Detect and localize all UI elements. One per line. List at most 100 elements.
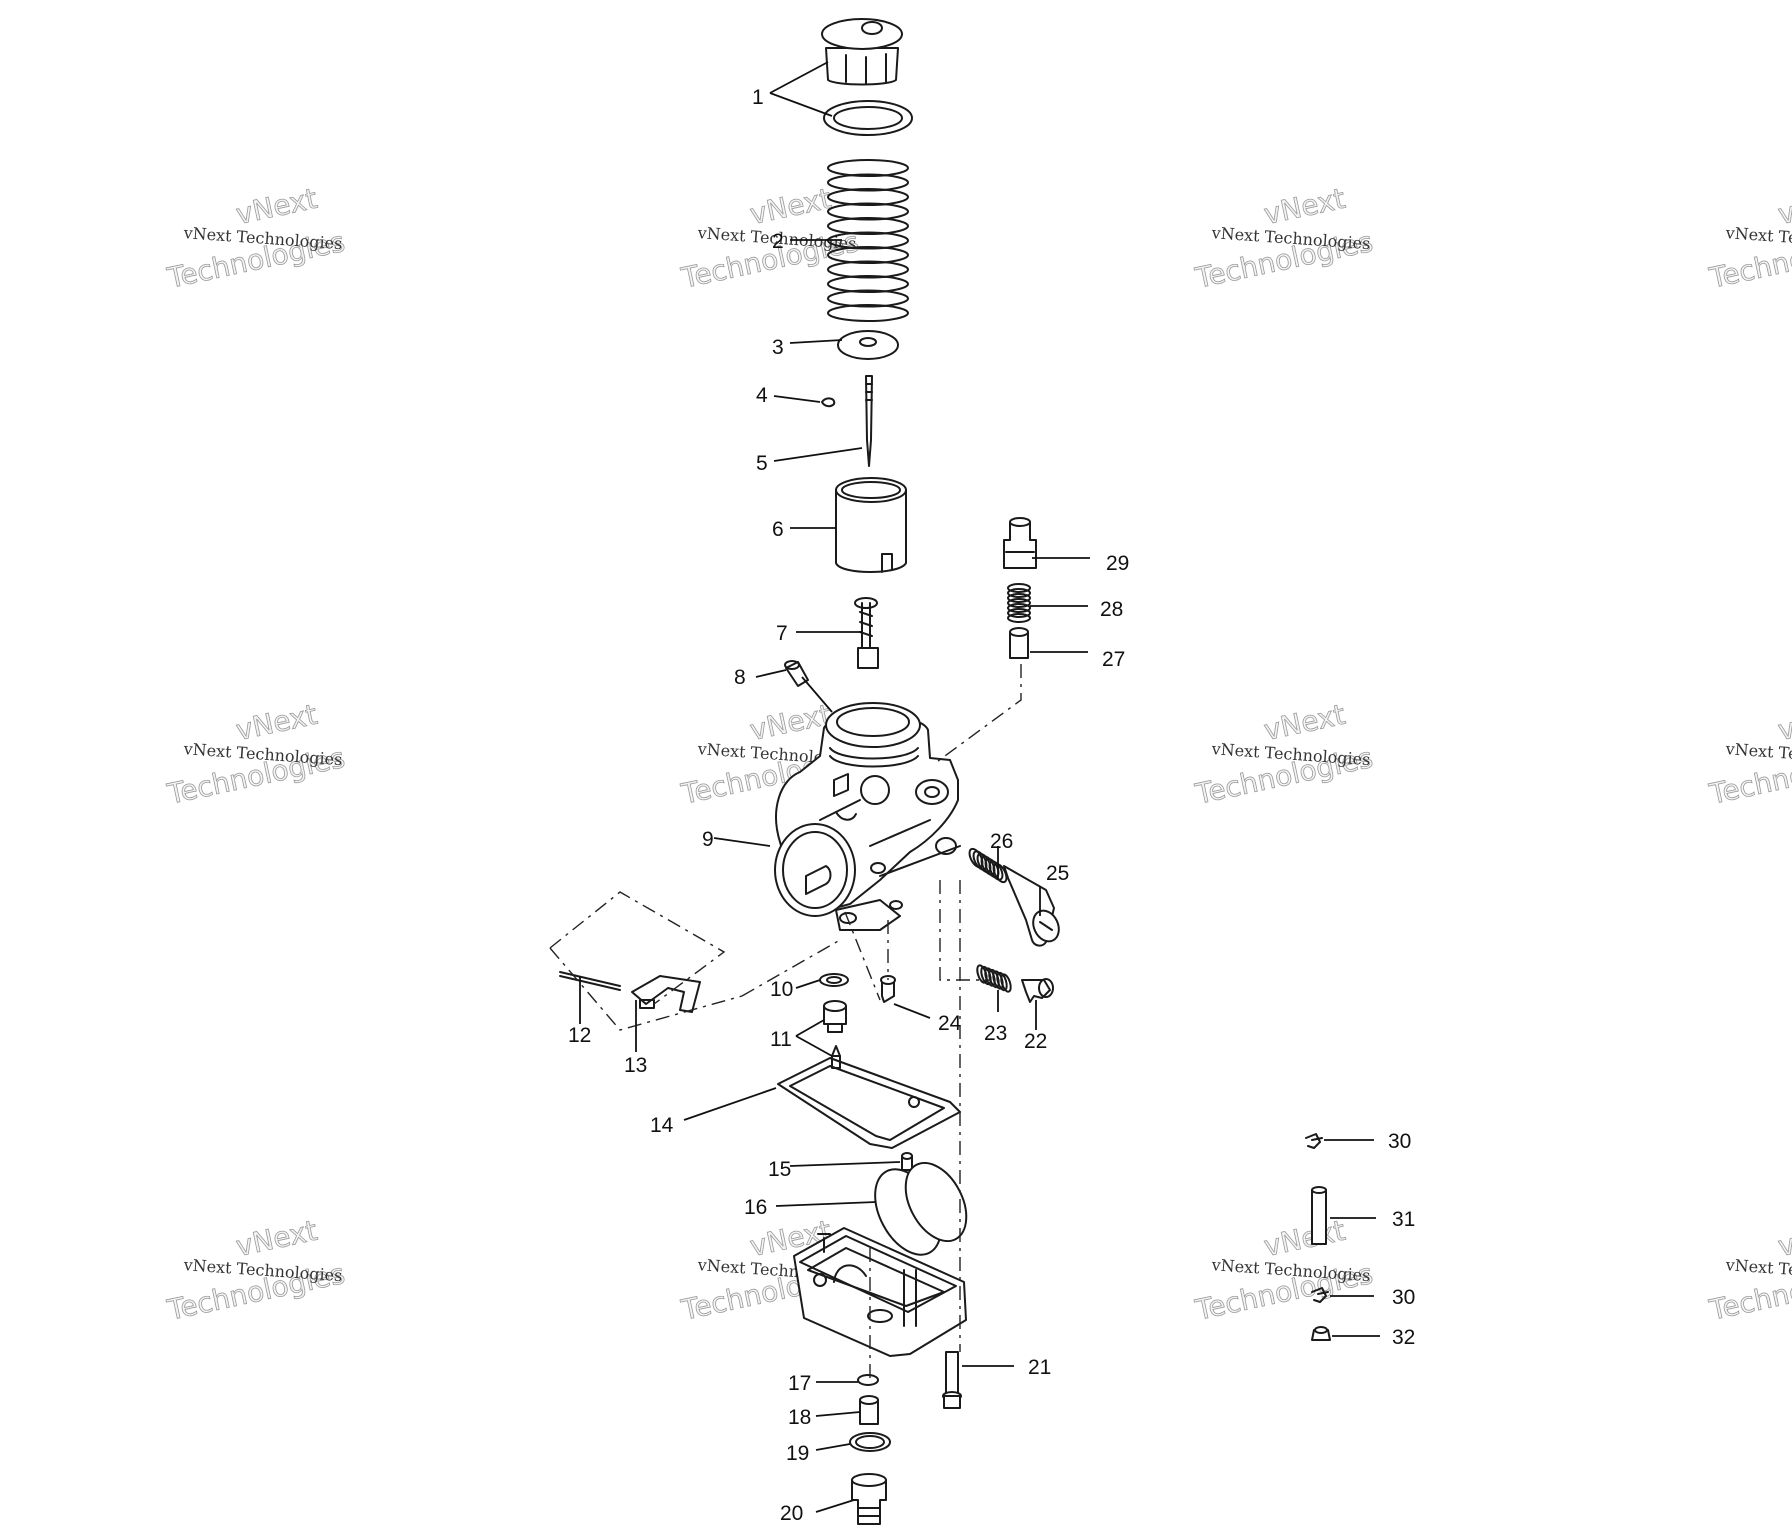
spring-coil — [1007, 588, 1031, 598]
spring-coil — [1007, 603, 1031, 613]
spring-coil — [827, 217, 909, 235]
part-main-jet — [859, 1395, 879, 1425]
part-bowl-washer — [857, 1374, 879, 1386]
spring-coil — [1007, 613, 1031, 623]
part-drain-plug — [851, 1473, 887, 1525]
watermark-line1: vNext — [1775, 1214, 1792, 1263]
callout-29: 29 — [1106, 552, 1129, 575]
part-spring — [827, 159, 909, 322]
spring-coil — [1000, 973, 1012, 993]
watermark-line1: vNext — [1261, 182, 1348, 231]
callout-32: 32 — [1392, 1326, 1415, 1349]
part-throttle-stop-screw — [854, 597, 879, 669]
spring-coil — [827, 173, 909, 192]
part-carburetor-body — [774, 702, 961, 931]
callout-1: 1 — [752, 86, 764, 109]
callout-27: 27 — [1102, 648, 1125, 671]
spring-coil — [1007, 598, 1031, 608]
part-clip — [821, 397, 836, 408]
callout-5: 5 — [756, 452, 768, 475]
part-small-spring — [1007, 583, 1031, 623]
part-float-bowl — [793, 1227, 967, 1357]
part-float — [874, 1161, 968, 1256]
part-pilot-screw-spring — [976, 964, 1012, 993]
spring-coil — [992, 862, 1008, 884]
callout-17: 17 — [788, 1372, 811, 1395]
part-nut — [1311, 1326, 1331, 1341]
part-float-pin-small — [901, 1152, 913, 1171]
part-plug — [784, 660, 809, 687]
part-float-arm — [631, 975, 701, 1013]
callout-9: 9 — [702, 828, 714, 851]
part-small-washer — [819, 973, 849, 987]
part-hose-clamp-upper — [1305, 1133, 1323, 1149]
callout-labels: 1 2 3 4 5 6 7 8 9 10 11 12 13 14 15 16 1… — [568, 86, 1415, 1525]
callout-18: 18 — [788, 1406, 811, 1429]
spring-coil — [988, 860, 1004, 881]
part-gasket-ring — [849, 1432, 891, 1452]
callout-7: 7 — [776, 622, 788, 645]
assembly-centerlines — [549, 664, 1022, 1380]
watermark-line1: vNext — [1261, 1214, 1348, 1263]
callout-19: 19 — [786, 1442, 809, 1465]
part-fitting — [1003, 517, 1037, 569]
part-pilot-screw — [1021, 978, 1054, 1003]
spring-coil — [1007, 583, 1031, 593]
callout-16: 16 — [744, 1196, 767, 1219]
spring-coil — [827, 304, 909, 322]
watermark-line1: vNext — [233, 698, 320, 747]
callout-4: 4 — [756, 384, 768, 407]
part-air-screw-spring — [968, 847, 1008, 884]
callout-24: 24 — [938, 1012, 962, 1035]
callout-11: 11 — [770, 1028, 792, 1051]
callout-8: 8 — [734, 666, 746, 689]
part-bowl-screw — [942, 1351, 962, 1409]
watermark-line1: vNext — [233, 182, 320, 231]
callout-25: 25 — [1046, 862, 1069, 885]
part-hose-clamp-lower — [1311, 1287, 1329, 1303]
callout-2: 2 — [772, 230, 784, 253]
part-air-screw — [1003, 865, 1060, 947]
callout-13: 13 — [624, 1054, 647, 1077]
callout-28: 28 — [1100, 598, 1123, 621]
part-cap — [821, 18, 903, 86]
spring-coil — [827, 159, 909, 177]
part-float-bowl-gasket — [777, 1057, 961, 1149]
watermark-line1: vNext — [233, 1214, 320, 1263]
callout-20: 20 — [780, 1502, 803, 1525]
watermark-line1: vNext — [1261, 698, 1348, 747]
spring-coil — [827, 202, 909, 221]
part-needle-valve-seat — [823, 1000, 847, 1033]
part-washer-ring — [823, 100, 913, 136]
part-spring-seat-plate — [837, 330, 899, 360]
callout-10: 10 — [770, 978, 793, 1001]
part-throttle-valve — [835, 477, 907, 573]
leader-lines — [579, 61, 1380, 1513]
part-tube — [1311, 1186, 1327, 1245]
callout-6: 6 — [772, 518, 784, 541]
spring-coil — [827, 275, 909, 293]
callout-23: 23 — [984, 1022, 1007, 1045]
callout-21: 21 — [1028, 1356, 1051, 1379]
part-spring-cap — [1009, 627, 1029, 659]
callout-14: 14 — [650, 1114, 674, 1137]
watermark-line1: vNext — [1775, 698, 1792, 747]
watermark-line1: vNext — [747, 182, 834, 231]
callout-12: 12 — [568, 1024, 591, 1047]
callout-3: 3 — [772, 336, 784, 359]
spring-coil — [1007, 593, 1031, 603]
part-float-pin — [559, 971, 621, 991]
callout-30-upper: 30 — [1388, 1130, 1411, 1153]
callout-15: 15 — [768, 1158, 791, 1181]
spring-coil — [827, 246, 909, 264]
callout-22: 22 — [1024, 1030, 1047, 1053]
spring-coil — [827, 289, 909, 308]
part-pilot-jet — [880, 975, 896, 1003]
watermark-line1: vNext — [1775, 182, 1792, 231]
part-needle-valve — [831, 1045, 841, 1069]
spring-coil — [827, 188, 909, 206]
callout-31: 31 — [1392, 1208, 1415, 1231]
callout-26: 26 — [990, 830, 1013, 853]
